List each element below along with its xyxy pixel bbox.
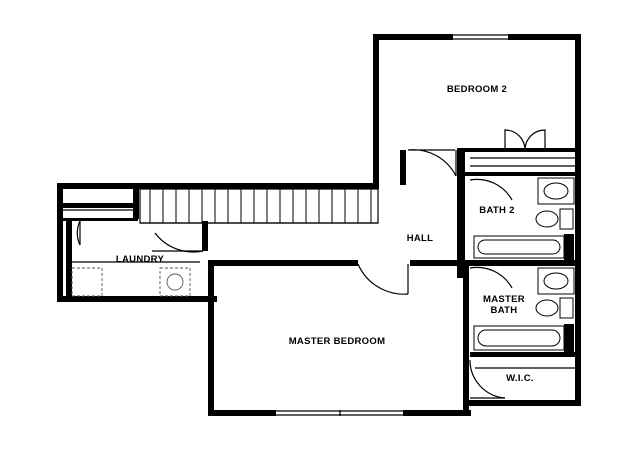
stair-treads [149,189,372,223]
doors [76,129,546,399]
label-hall: HALL [407,233,434,244]
bath2-fixtures [473,177,575,261]
master-bath-fixtures [473,267,575,352]
closet-shelves [63,157,575,369]
label-master-bath-line1: MASTER [483,294,525,305]
staircase [139,188,379,224]
laundry-appliances [71,261,200,297]
label-bedroom-2: BEDROOM 2 [447,84,507,95]
label-bath-2: BATH 2 [479,205,514,216]
windows [100,34,508,416]
room-labels: BEDROOM 2 HALL BATH 2 LAUNDRY MASTER BAT… [116,84,534,384]
label-master-bedroom: MASTER BEDROOM [289,336,386,347]
label-laundry: LAUNDRY [116,254,165,265]
walls [57,34,581,416]
label-wic: W.I.C. [506,373,534,384]
label-master-bath-line2: BATH [491,305,518,316]
